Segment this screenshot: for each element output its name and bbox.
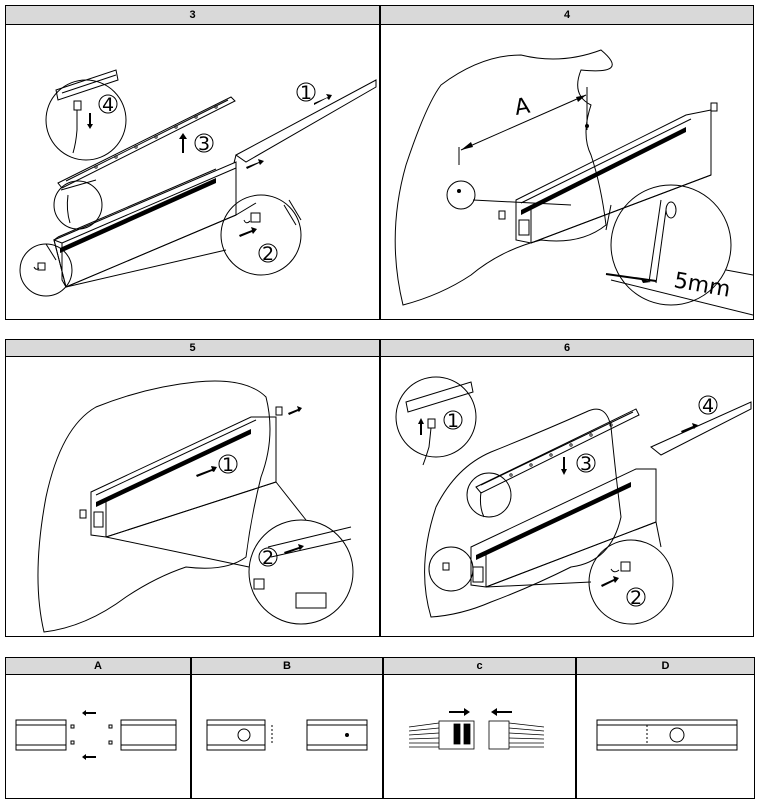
- step-panel-3: 3: [5, 5, 380, 320]
- detail-circle-2: [220, 194, 302, 276]
- end-cap-piece: [235, 79, 377, 163]
- step-number-3: 3: [198, 133, 210, 155]
- step-3-illustration: 1 3 4 2: [19, 69, 377, 297]
- connector-a-illustration: [15, 710, 177, 760]
- connector-panel-b: B: [191, 657, 383, 799]
- step-number-1: 1: [447, 410, 459, 432]
- wall-outline: [394, 49, 613, 306]
- step-6-illustration: 4 3 1: [395, 376, 752, 625]
- detail-circle-4: [45, 79, 127, 161]
- step-number-1: 1: [300, 82, 312, 104]
- step-number-2: 2: [262, 243, 274, 265]
- wall-outline: [424, 408, 622, 618]
- detail-circle-end: [428, 546, 474, 592]
- detail-circle-wire: [53, 180, 103, 230]
- detail-circle-end: [19, 243, 73, 297]
- connector-panel-a: A: [5, 657, 191, 799]
- step-panel-4: 4 A 5mm: [380, 5, 754, 320]
- panel-header-c: c: [384, 658, 575, 675]
- connector-panel-c: c: [383, 657, 576, 799]
- panel-header-4: 4: [381, 6, 753, 25]
- detail-circle-1: [395, 376, 477, 458]
- step-number-1: 1: [222, 454, 234, 476]
- push-arrow: [314, 94, 332, 105]
- connector-c-illustration: [408, 708, 545, 750]
- detail-circle-wire: [466, 472, 512, 518]
- led-strip: [475, 408, 640, 494]
- connector-d-illustration: [596, 719, 738, 751]
- panel-header-5: 5: [6, 340, 379, 357]
- step-number-4: 4: [102, 94, 114, 116]
- step-5-illustration: 1 2: [37, 380, 354, 633]
- led-strip: [57, 96, 236, 189]
- step-panel-6: 6 4 3 1: [380, 339, 754, 637]
- step-4-illustration: A 5mm: [394, 49, 753, 316]
- step-number-3: 3: [580, 453, 592, 475]
- detail-circle-5mm: [610, 184, 732, 306]
- hole-circle: [446, 180, 476, 210]
- connector-b-illustration: [206, 719, 368, 751]
- panel-header-a: A: [6, 658, 190, 675]
- dimension-label-a: A: [513, 94, 532, 121]
- panel-header-6: 6: [381, 340, 753, 357]
- wall-outline: [37, 380, 271, 633]
- detail-circle-2: [248, 519, 354, 625]
- panel-header-d: D: [577, 658, 754, 675]
- panel-header-3: 3: [6, 6, 379, 25]
- step-number-2: 2: [262, 547, 274, 569]
- end-cap-piece: [650, 401, 752, 456]
- step-number-4: 4: [702, 395, 714, 417]
- connector-panel-d: D: [576, 657, 755, 799]
- panel-header-b: B: [192, 658, 382, 675]
- step-number-2: 2: [630, 587, 642, 609]
- step-panel-5: 5 1 2: [5, 339, 380, 637]
- detail-circle-2: [588, 539, 674, 625]
